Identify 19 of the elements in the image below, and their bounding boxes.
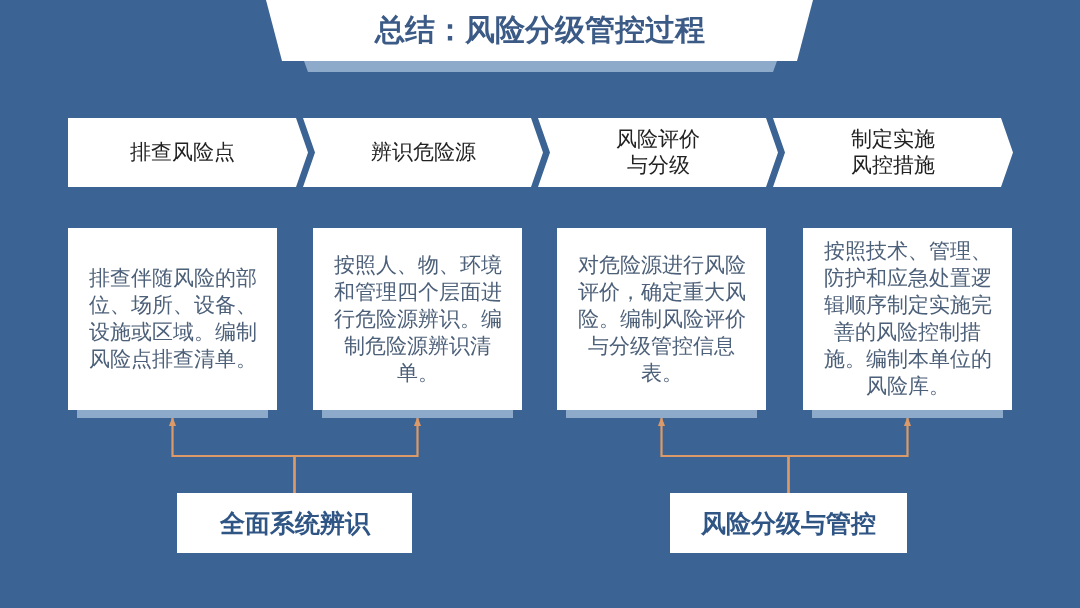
connector-arrow [787, 417, 912, 493]
category-box [177, 493, 412, 553]
step-label: 辨识危险源 [370, 139, 476, 166]
step-label: 排查风险点 [129, 139, 235, 166]
description-text: 排查伴随风险的部位、场所、设备、设施或区域。编制风险点排查清单。 [87, 265, 258, 373]
category-box [670, 493, 907, 553]
description-card [313, 228, 522, 418]
step-label: 风险评价与分级 [615, 127, 701, 178]
description-card [557, 228, 766, 418]
title: 总结：风险分级管控过程 [375, 12, 705, 48]
description-text: 按照人、物、环境和管理四个层面进行危险源辨识。编制危险源辨识清单。 [332, 251, 503, 387]
description-card [68, 228, 277, 418]
category-label: 风险分级与管控 [701, 507, 876, 540]
category-label: 全面系统辨识 [219, 507, 370, 540]
description-card [803, 228, 1012, 418]
description-text: 对危险源进行风险评价，确定重大风险。编制风险评价与分级管控信息表。 [576, 251, 747, 387]
connector-arrow [293, 417, 422, 493]
description-text: 按照技术、管理、防护和应急处置逻辑顺序制定实施完善的风险控制措施。编制本单位的风险库。 [822, 238, 993, 400]
step-label: 制定实施风控措施 [850, 127, 936, 178]
